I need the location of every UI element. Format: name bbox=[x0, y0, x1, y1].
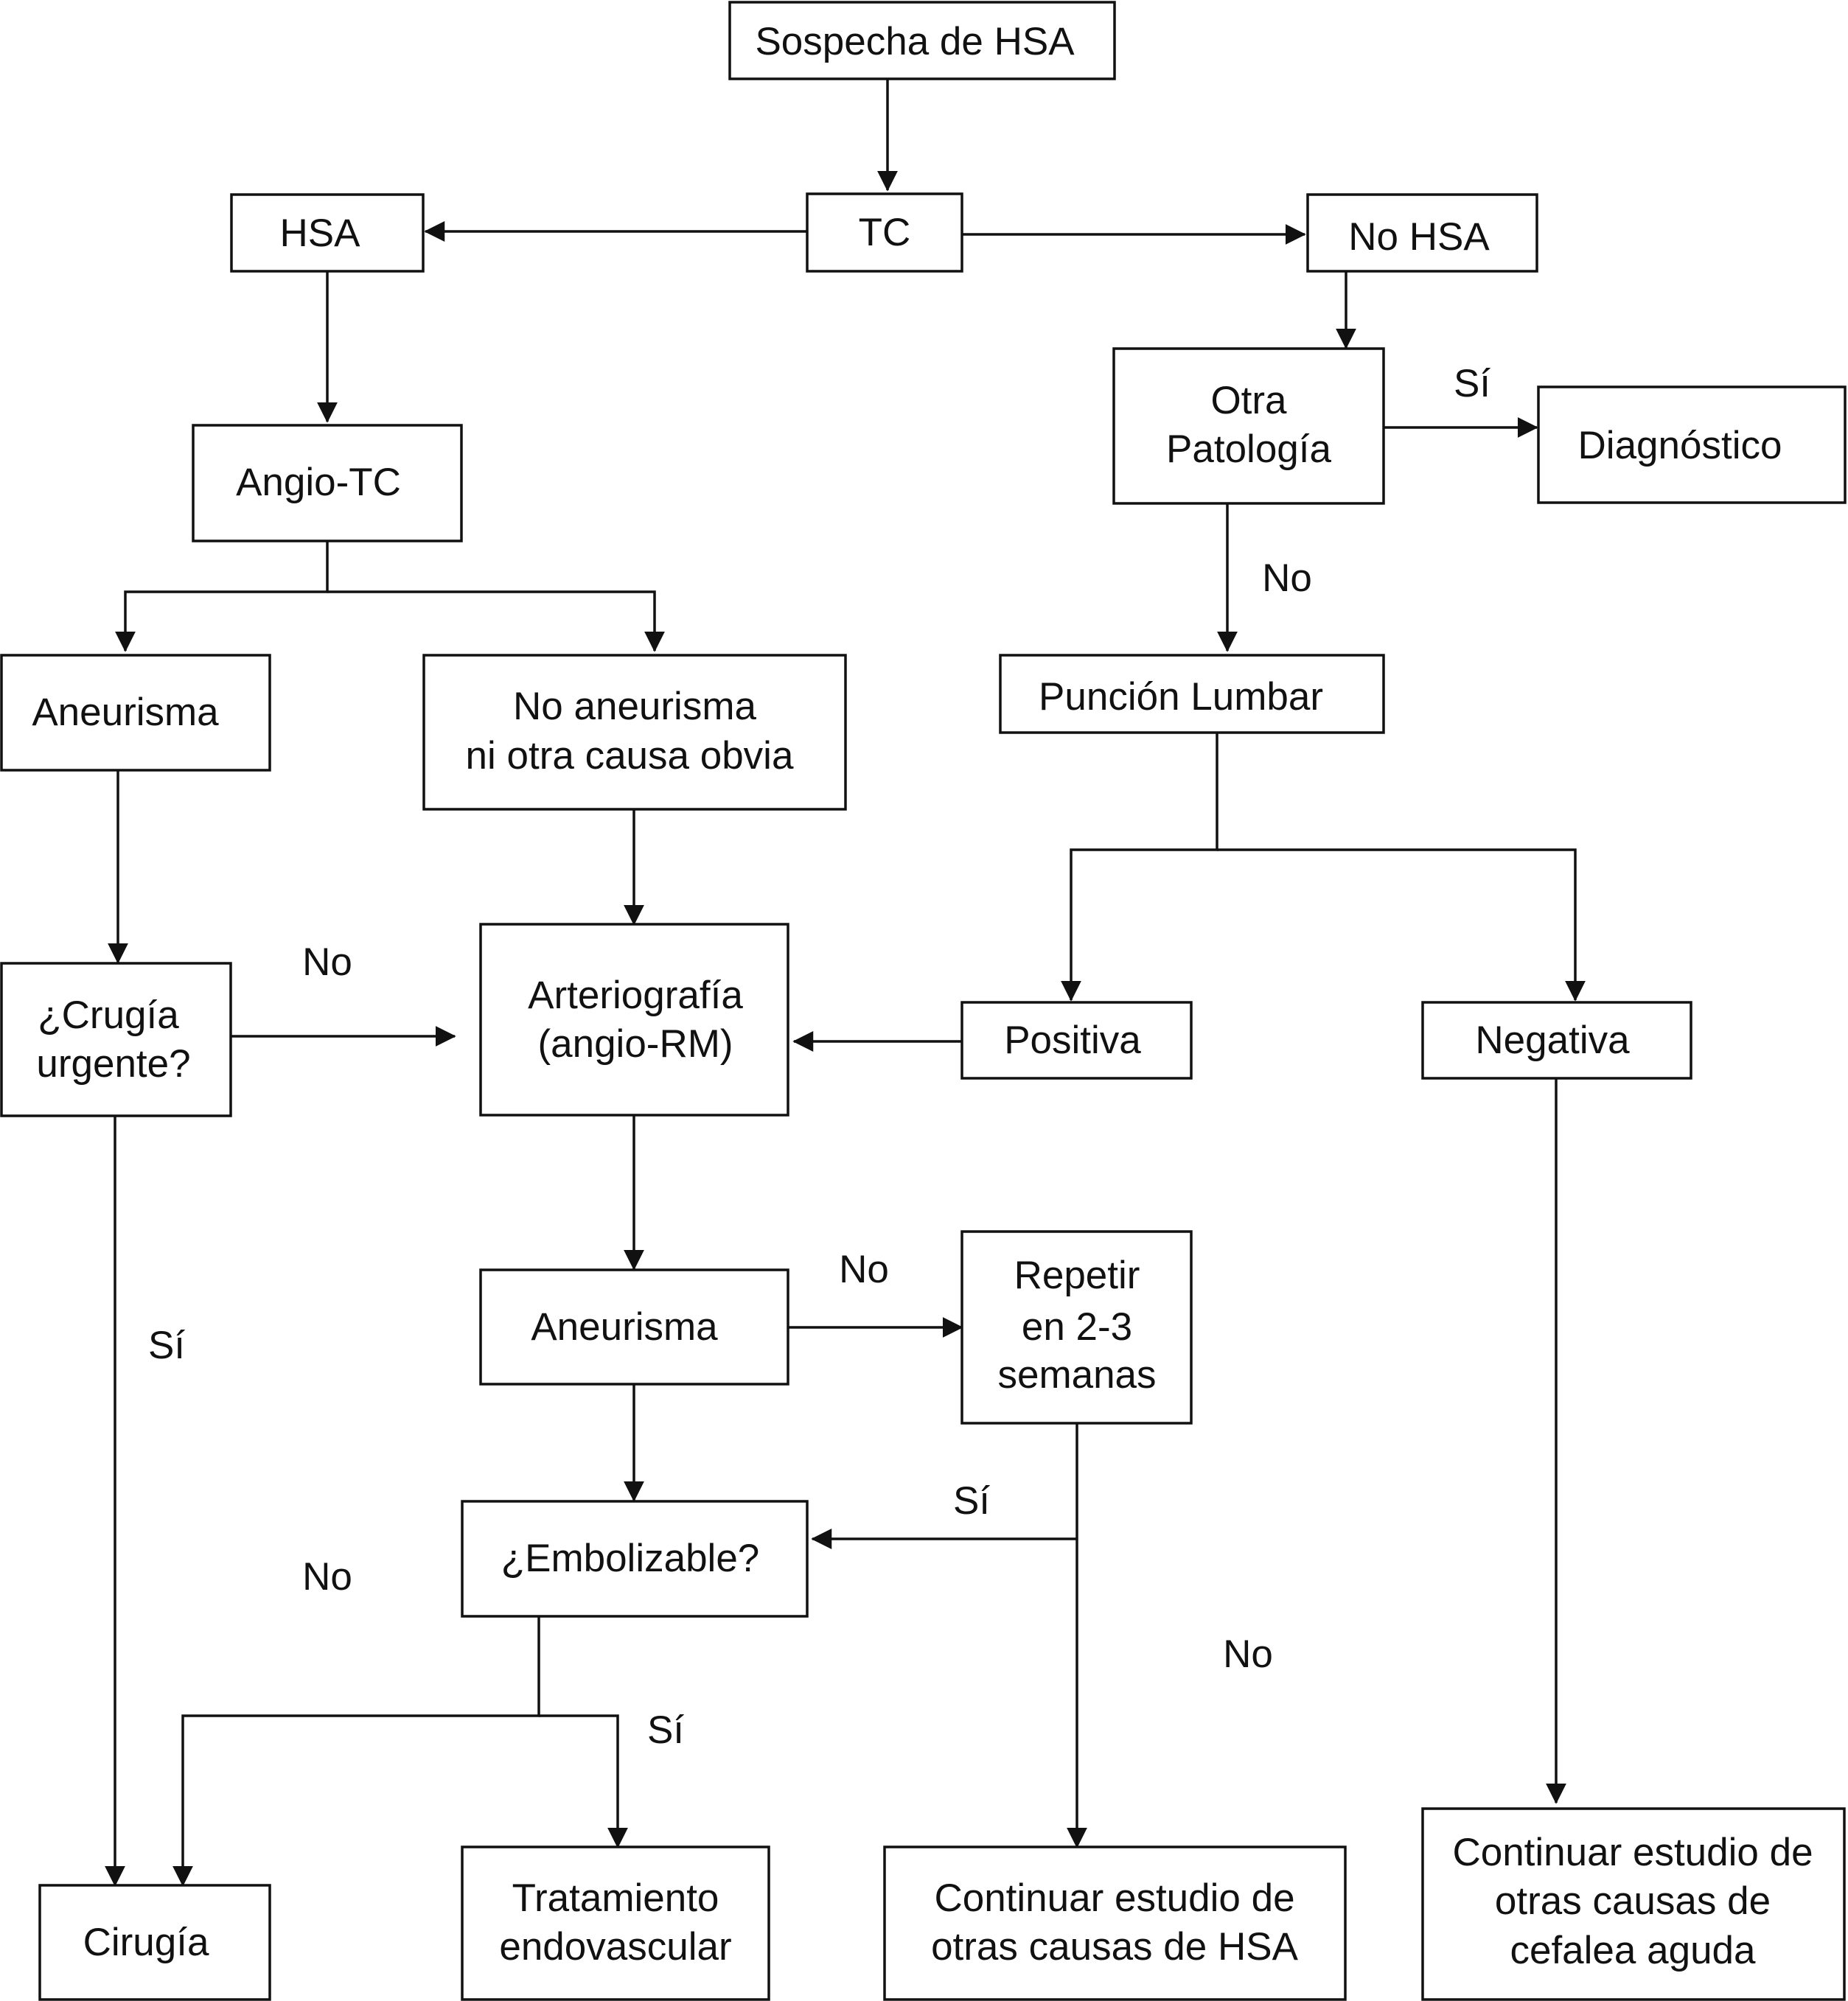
label-repetir-si: Sí bbox=[953, 1479, 990, 1523]
node-tc: TC bbox=[806, 192, 963, 273]
node-no-hsa: No HSA bbox=[1306, 193, 1538, 273]
svg-text:Repetir: Repetir bbox=[1014, 1254, 1140, 1297]
svg-text:otras causas de: otras causas de bbox=[1495, 1879, 1771, 1923]
node-diagnostico: Diagnóstico bbox=[1537, 385, 1847, 504]
label-otra-patologia-si: Sí bbox=[1454, 362, 1490, 405]
svg-text:Continuar estudio de: Continuar estudio de bbox=[934, 1876, 1294, 1920]
svg-text:semanas: semanas bbox=[997, 1353, 1156, 1397]
node-angio-tc: Angio-TC bbox=[192, 424, 463, 542]
label-otra-patologia-no: No bbox=[1262, 556, 1312, 600]
node-repetir: Repetir en 2-3 semanas bbox=[960, 1230, 1193, 1425]
svg-text:en 2-3: en 2-3 bbox=[1022, 1305, 1132, 1349]
svg-text:Continuar estudio de: Continuar estudio de bbox=[1452, 1831, 1813, 1874]
svg-text:TC: TC bbox=[859, 211, 911, 254]
svg-text:Aneurisma: Aneurisma bbox=[531, 1305, 718, 1349]
node-continuar-estudio-hsa: Continuar estudio de otras causas de HSA bbox=[883, 1845, 1347, 2001]
svg-text:HSA: HSA bbox=[280, 212, 361, 255]
svg-text:endovascular: endovascular bbox=[499, 1925, 731, 1969]
node-aneurisma-arteriografia: Aneurisma bbox=[479, 1268, 789, 1386]
node-continuar-estudio-cefalea: Continuar estudio de otras causas de cef… bbox=[1421, 1807, 1846, 2001]
node-cirugia: Cirugía bbox=[38, 1884, 271, 2001]
edge-puncion-split-right bbox=[1217, 848, 1586, 1002]
svg-text:No HSA: No HSA bbox=[1348, 215, 1490, 259]
svg-text:Patología: Patología bbox=[1166, 427, 1331, 471]
label-embolizable-no: No bbox=[302, 1555, 352, 1599]
node-tratamiento-endovascular: Tratamiento endovascular bbox=[461, 1845, 770, 2001]
edge-labels: Sí No No Sí No Sí No No Sí bbox=[148, 362, 1490, 1752]
svg-text:¿Crugía: ¿Crugía bbox=[38, 993, 179, 1037]
node-cirugia-urgente: ¿Crugía urgente? bbox=[0, 962, 232, 1117]
node-embolizable: ¿Embolizable? bbox=[461, 1500, 809, 1618]
edges bbox=[105, 79, 1586, 1887]
label-aneurisma-no: No bbox=[839, 1248, 889, 1291]
label-cirugia-urgente-si: Sí bbox=[148, 1324, 185, 1367]
svg-text:otras causas de HSA: otras causas de HSA bbox=[931, 1925, 1299, 1969]
node-hsa: HSA bbox=[230, 193, 425, 273]
svg-text:Aneurisma: Aneurisma bbox=[32, 691, 219, 734]
node-aneurisma-angio-tc: Aneurisma bbox=[0, 654, 271, 772]
svg-text:Arteriografía: Arteriografía bbox=[528, 974, 743, 1017]
node-sospecha-hsa: Sospecha de HSA bbox=[728, 1, 1116, 80]
node-no-aneurisma: No aneurisma ni otra causa obvia bbox=[422, 654, 847, 811]
edge-embolizable-split-right bbox=[539, 1714, 628, 1848]
node-otra-patologia: Otra Patología bbox=[1112, 347, 1385, 505]
svg-text:Tratamiento: Tratamiento bbox=[512, 1876, 719, 1920]
svg-text:(angio-RM): (angio-RM) bbox=[537, 1022, 733, 1066]
svg-text:Punción Lumbar: Punción Lumbar bbox=[1039, 675, 1323, 719]
edge-embolizable-split-left bbox=[172, 1616, 540, 1887]
svg-text:¿Embolizable?: ¿Embolizable? bbox=[501, 1537, 760, 1580]
svg-text:Positiva: Positiva bbox=[1004, 1019, 1141, 1062]
node-negativa: Negativa bbox=[1421, 1001, 1692, 1080]
edge-puncion-split-left bbox=[1061, 733, 1218, 1002]
svg-text:ni otra causa obvia: ni otra causa obvia bbox=[466, 734, 794, 778]
node-puncion-lumbar: Punción Lumbar bbox=[999, 654, 1385, 734]
label-embolizable-si: Sí bbox=[647, 1708, 684, 1752]
label-cirugia-urgente-no: No bbox=[302, 940, 352, 984]
svg-text:cefalea aguda: cefalea aguda bbox=[1510, 1929, 1756, 1972]
svg-text:urgente?: urgente? bbox=[36, 1042, 190, 1086]
label-repetir-no: No bbox=[1223, 1632, 1273, 1676]
svg-text:Cirugía: Cirugía bbox=[83, 1921, 209, 1964]
edge-angio-tc-split-right bbox=[327, 590, 665, 652]
svg-text:Diagnóstico: Diagnóstico bbox=[1578, 424, 1782, 467]
svg-text:Negativa: Negativa bbox=[1475, 1019, 1630, 1062]
edge-angio-tc-split-left bbox=[115, 541, 329, 652]
svg-text:Otra: Otra bbox=[1210, 379, 1287, 422]
svg-text:Sospecha de HSA: Sospecha de HSA bbox=[755, 20, 1075, 63]
node-positiva: Positiva bbox=[960, 1001, 1193, 1080]
svg-text:No aneurisma: No aneurisma bbox=[513, 685, 756, 728]
node-arteriografia: Arteriografía (angio-RM) bbox=[479, 923, 789, 1117]
svg-text:Angio-TC: Angio-TC bbox=[236, 461, 401, 504]
